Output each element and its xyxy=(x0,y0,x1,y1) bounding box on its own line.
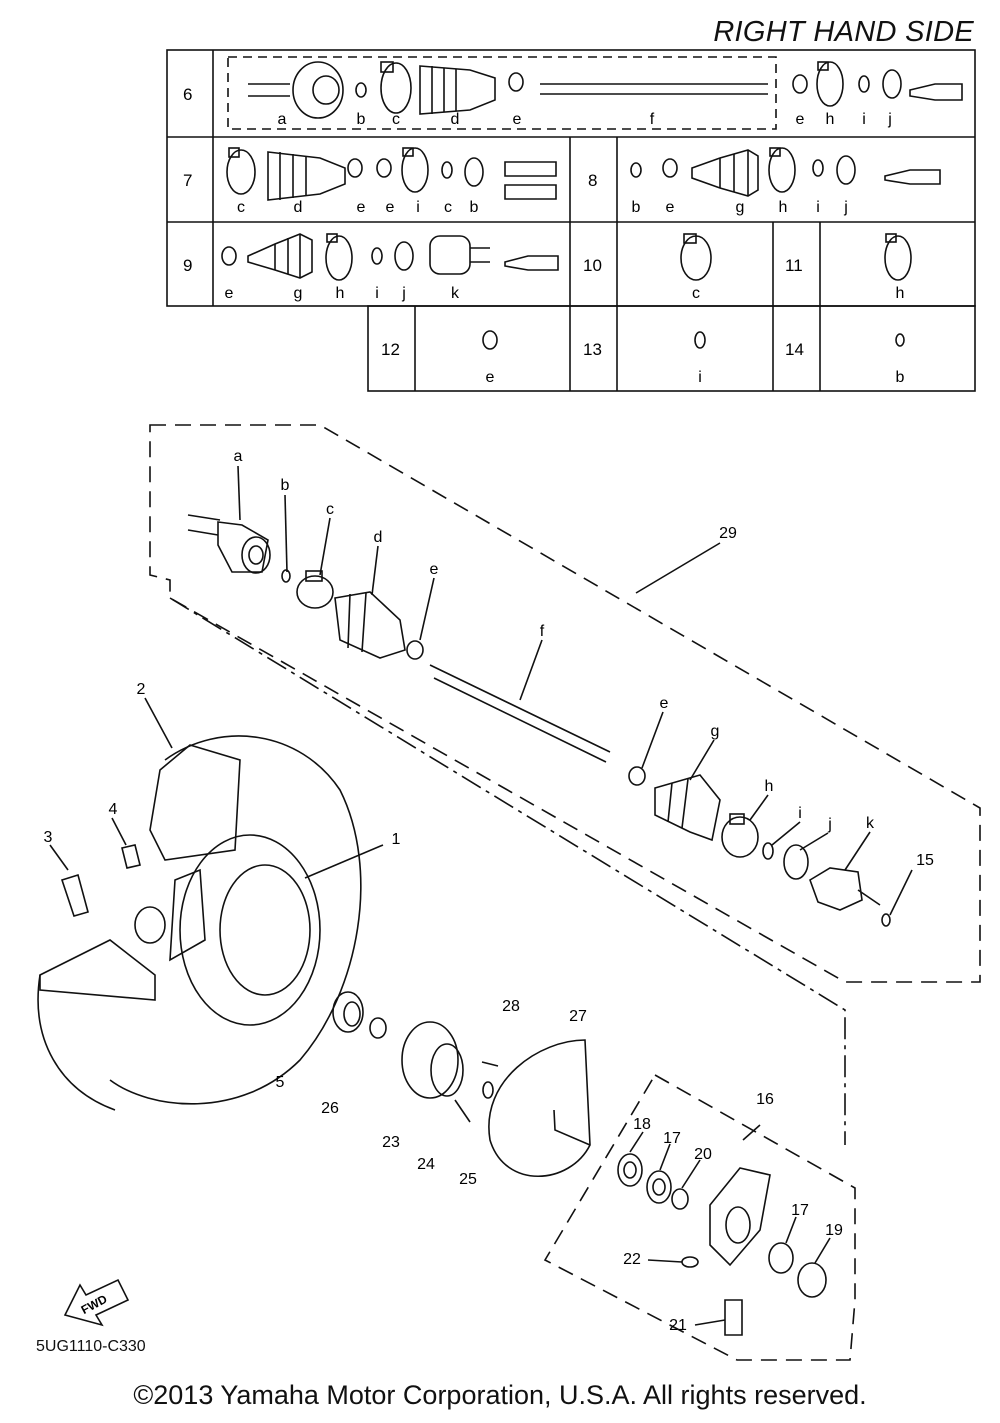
kit-letter: i xyxy=(416,199,420,216)
axle-assembly-outline xyxy=(149,424,981,983)
callout-number: 5 xyxy=(276,1074,285,1091)
kit-number-13: 13 xyxy=(583,340,602,359)
kit-letter: j xyxy=(887,111,892,128)
kit-letter: e xyxy=(357,199,366,216)
kit-letter: h xyxy=(826,111,835,128)
kit-letter: d xyxy=(451,111,460,128)
callout-number: 18 xyxy=(633,1116,651,1133)
kit-letter: h xyxy=(779,199,788,216)
kit-letter: e xyxy=(796,111,805,128)
callout-number: 17 xyxy=(791,1202,809,1219)
part-letter: i xyxy=(798,805,802,822)
kit-letter: e xyxy=(225,285,234,302)
callout-number: 1 xyxy=(392,831,401,848)
kit-letter: b xyxy=(357,111,366,128)
callout-number: 21 xyxy=(669,1317,687,1334)
callout-number: 20 xyxy=(694,1146,712,1163)
part-letter: g xyxy=(711,723,720,740)
kit-letter: i xyxy=(375,285,379,302)
fwd-arrow-icon xyxy=(63,1278,130,1327)
axle-assembly-parts xyxy=(187,514,891,927)
fwd-label: FWD xyxy=(79,1292,110,1317)
part-letter: b xyxy=(281,477,290,494)
kit-letter: g xyxy=(736,199,745,216)
callout-number: 27 xyxy=(569,1008,587,1025)
part-letter: e xyxy=(430,561,439,578)
kit-letter: e xyxy=(666,199,675,216)
kit-number-10: 10 xyxy=(583,256,602,275)
part-letter: k xyxy=(866,815,875,832)
kit-number-6: 6 xyxy=(183,85,192,104)
part-code: 5UG1110-C330 xyxy=(36,1338,146,1355)
kit-letter: i xyxy=(698,369,702,386)
callout-number: 25 xyxy=(459,1171,477,1188)
kit-letter: c xyxy=(444,199,452,216)
copyright-notice: ©2013 Yamaha Motor Corporation, U.S.A. A… xyxy=(133,1380,867,1410)
kit-letter: e xyxy=(486,369,495,386)
kit-number-7: 7 xyxy=(183,171,192,190)
callout-number: 24 xyxy=(417,1156,435,1173)
part-letter: e xyxy=(660,695,669,712)
hub-brake-parts xyxy=(332,991,591,1177)
callout-number: 23 xyxy=(382,1134,400,1151)
part-letter: j xyxy=(827,816,832,833)
callout-number: 28 xyxy=(502,998,520,1015)
kit-letter: j xyxy=(843,199,848,216)
part-letter: h xyxy=(765,778,774,795)
part-letter: a xyxy=(234,448,243,465)
kit-6-icons xyxy=(248,61,963,119)
kit-letter: h xyxy=(896,285,905,302)
callout-number: 15 xyxy=(916,852,934,869)
kit-8-icons xyxy=(630,147,941,197)
callout-number: 19 xyxy=(825,1222,843,1239)
kit-item-letters: a b c d e f e h i j c d e e i c b b e g … xyxy=(225,111,905,386)
kit-letter: b xyxy=(632,199,641,216)
part-letter: d xyxy=(374,529,383,546)
kit-number-12: 12 xyxy=(381,340,400,359)
kit-letter: h xyxy=(336,285,345,302)
kit-letter: d xyxy=(294,199,303,216)
kit-number-11: 11 xyxy=(785,256,803,275)
kit-7-icons xyxy=(226,147,557,201)
kit-letter: i xyxy=(816,199,820,216)
callout-number: 22 xyxy=(623,1251,641,1268)
callout-number: 26 xyxy=(321,1100,339,1117)
kit-9-icons xyxy=(221,233,559,281)
part-letter: c xyxy=(326,501,334,518)
kit-number-14: 14 xyxy=(785,340,804,359)
diagram-title: RIGHT HAND SIDE xyxy=(713,16,974,48)
kit-letter: g xyxy=(294,285,303,302)
part-letter: f xyxy=(540,623,545,640)
kit-table xyxy=(166,49,976,392)
kit-number-8: 8 xyxy=(588,171,597,190)
knuckle-parts xyxy=(617,1124,831,1336)
kit-letter: e xyxy=(386,199,395,216)
knuckle-assembly-outline xyxy=(543,1073,856,1361)
kit-letter: b xyxy=(896,369,905,386)
callout-number: 2 xyxy=(137,681,146,698)
callout-number: 4 xyxy=(109,801,118,818)
kit-letter: f xyxy=(650,111,655,128)
kit-letter: j xyxy=(401,285,406,302)
part-callouts: 1 2 3 4 5 15 16 17 17 18 19 20 21 22 23 … xyxy=(44,525,934,1334)
kit-numbers: 6 7 8 9 10 11 12 13 14 xyxy=(183,85,804,359)
kit-number-9: 9 xyxy=(183,256,192,275)
callout-number: 29 xyxy=(719,525,737,542)
kit-single-icons xyxy=(482,233,912,350)
kit-letter: c xyxy=(692,285,700,302)
kit-letter: e xyxy=(513,111,522,128)
callout-number: 17 xyxy=(663,1130,681,1147)
kit-letter: k xyxy=(451,285,460,302)
kit-letter: i xyxy=(862,111,866,128)
tire-wheel xyxy=(37,735,362,1111)
kit-letter: a xyxy=(278,111,287,128)
kit-letter: c xyxy=(237,199,245,216)
leader-lines xyxy=(49,465,913,1145)
callout-number: 16 xyxy=(756,1091,774,1108)
kit-letter: b xyxy=(470,199,479,216)
exploded-letters: a b c d e f e g h i j k xyxy=(234,448,875,833)
kit-letter: c xyxy=(392,111,400,128)
callout-number: 3 xyxy=(44,829,53,846)
